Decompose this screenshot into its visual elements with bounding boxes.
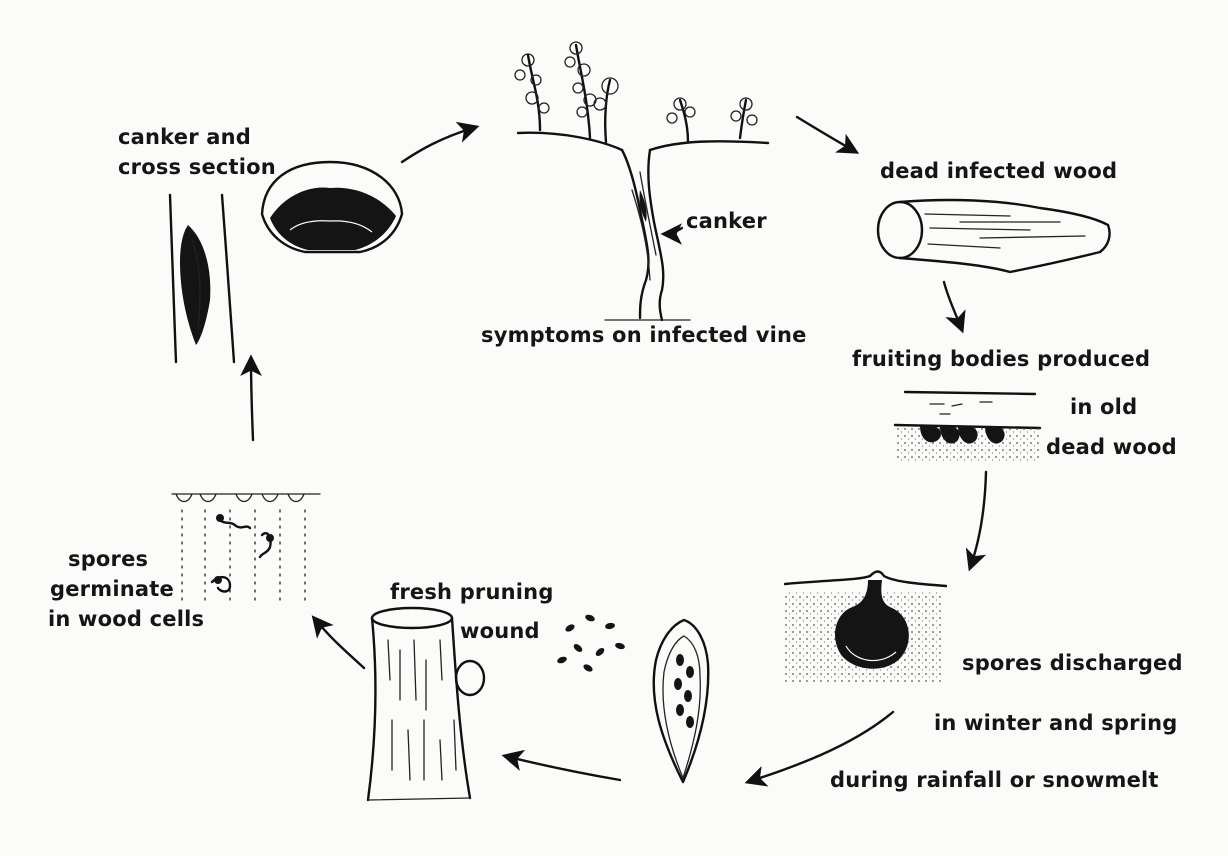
canker-pointer-arrow xyxy=(664,228,682,234)
dead-wood-log-illustration xyxy=(878,200,1110,272)
fruiting-bodies-illustration xyxy=(895,392,1040,462)
label-fresh-pruning: fresh pruning xyxy=(390,577,554,607)
label-canker: canker xyxy=(686,206,767,236)
label-spores-discharged: spores discharged xyxy=(962,648,1183,678)
cross-section-illustration xyxy=(262,162,402,252)
arrow-canker-to-vine xyxy=(402,127,476,162)
arrow-germinate-to-canker xyxy=(251,358,253,440)
label-during-rainfall-or-snowmelt: during rainfall or snowmelt xyxy=(830,765,1159,795)
perithecium-illustration xyxy=(785,572,946,683)
label-wound: wound xyxy=(460,616,540,646)
label-spores-germinate: spores germinate in wood cells xyxy=(48,544,204,634)
label-in-winter-and-spring: in winter and spring xyxy=(934,708,1178,738)
label-in-old: in old xyxy=(1070,392,1137,422)
label-fruiting-bodies: fruiting bodies produced xyxy=(852,344,1150,374)
arrow-vine-to-dead-wood xyxy=(797,117,856,152)
label-symptoms-on-infected-vine: symptoms on infected vine xyxy=(481,320,807,350)
canker-branch-illustration xyxy=(170,195,234,362)
ascus-illustration xyxy=(654,620,709,782)
arrow-fruiting-to-discharge xyxy=(970,472,986,568)
arrow-dead-wood-to-fruiting xyxy=(944,282,962,330)
label-dead-infected-wood: dead infected wood xyxy=(880,156,1117,186)
free-spores-illustration xyxy=(556,613,625,673)
infected-vine-illustration xyxy=(515,42,768,320)
label-canker-and-cross-section: canker and cross section xyxy=(118,122,276,182)
label-dead-wood: dead wood xyxy=(1046,432,1177,462)
arrow-ascus-to-wound xyxy=(505,756,620,780)
arrow-wound-to-germinate xyxy=(314,618,364,668)
